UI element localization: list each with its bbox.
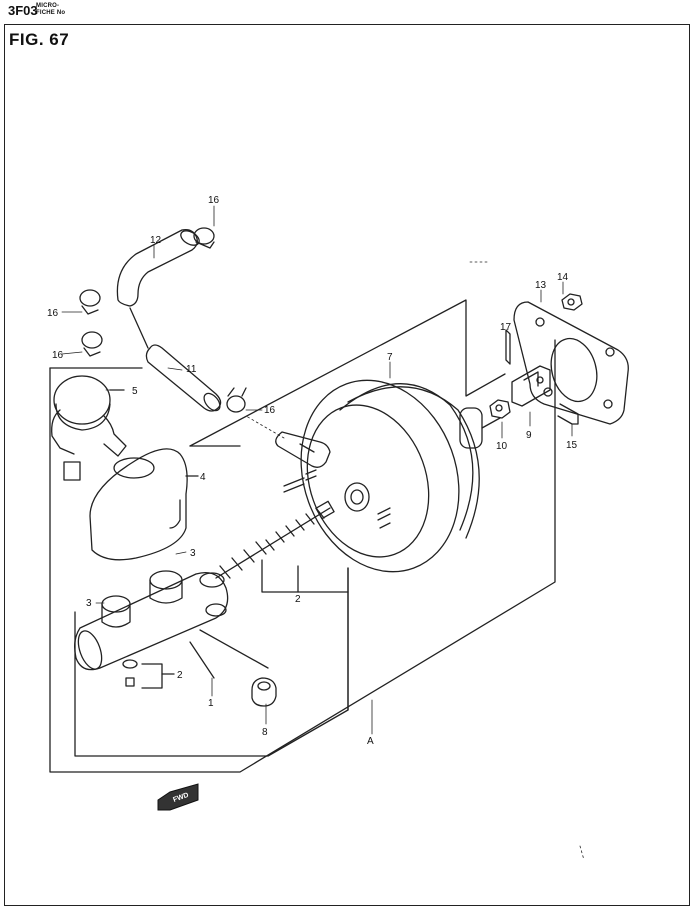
clevis-pin	[505, 329, 511, 365]
figure-title: FIG. 67	[9, 30, 70, 49]
assembly-a-outline	[49, 299, 556, 773]
brake-booster	[283, 379, 501, 573]
callout-a: A	[367, 736, 374, 747]
microfiche-line1: MICRO-	[36, 3, 60, 9]
callout-3-lower: 3	[86, 598, 92, 609]
callout-12: 12	[150, 235, 162, 246]
callout-1: 1	[208, 698, 214, 709]
forward-arrow-icon: FWD	[157, 783, 199, 811]
retaining-clip	[557, 403, 579, 425]
page-code: 3F03	[8, 3, 38, 18]
center-lines	[245, 261, 585, 861]
callout-3-upper: 3	[190, 548, 196, 559]
nut-14	[561, 293, 583, 311]
mounting-bolts	[122, 659, 175, 689]
reservoir-cap	[51, 375, 127, 481]
clevis	[511, 365, 551, 407]
callout-5: 5	[132, 386, 138, 397]
figure-frame	[4, 24, 690, 906]
callout-16-left-lower: 16	[52, 350, 64, 361]
lock-nut	[489, 399, 511, 419]
booster-gasket	[513, 301, 629, 425]
callout-17: 17	[500, 322, 512, 333]
nut-8	[251, 677, 277, 707]
callout-16-right: 16	[264, 405, 276, 416]
microfiche-line2: FICHE No	[36, 10, 66, 16]
callout-15: 15	[566, 440, 578, 451]
callout-11: 11	[186, 364, 197, 375]
callout-13: 13	[535, 280, 547, 291]
master-cylinder	[74, 570, 269, 679]
callout-9: 9	[526, 430, 532, 441]
callout-16-left-upper: 16	[47, 308, 59, 319]
callout-labels: 12 16 16 16 16 11 5 4 3 3 2 2 1 8 7 17 1…	[47, 195, 578, 747]
callout-10: 10	[496, 441, 508, 452]
callout-2-lower: 2	[177, 670, 183, 681]
callout-16-top: 16	[208, 195, 220, 206]
fluid-reservoir	[89, 448, 199, 561]
callout-7: 7	[387, 352, 393, 363]
leader-lines	[61, 205, 573, 735]
microfiche-label: MICRO- FICHE No	[36, 3, 65, 17]
vacuum-hose-lower	[129, 307, 222, 412]
callout-14: 14	[557, 272, 569, 283]
callout-4: 4	[200, 472, 206, 483]
vacuum-check-valve	[275, 431, 331, 468]
push-rod-assembly	[215, 500, 349, 593]
callout-2-upper: 2	[295, 594, 301, 605]
hose-clamps	[79, 227, 247, 413]
callout-8: 8	[262, 727, 268, 738]
